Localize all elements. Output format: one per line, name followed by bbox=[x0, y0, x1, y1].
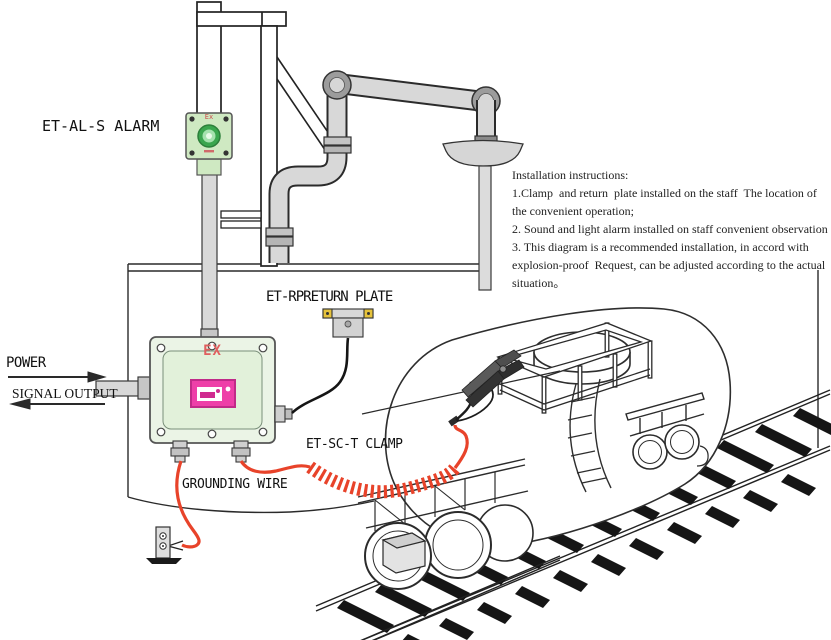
power-arrow bbox=[8, 371, 107, 383]
grounding-terminal bbox=[146, 526, 182, 564]
clamp-device bbox=[455, 349, 525, 422]
return-plate-device bbox=[322, 308, 374, 338]
clamp-label: ET-SC-T CLAMP bbox=[306, 437, 403, 452]
alarm-ex-marking: Ex bbox=[204, 113, 214, 121]
signal-cable bbox=[291, 337, 350, 414]
ex-marking: EX bbox=[203, 343, 222, 359]
instructions-line-6: situation。 bbox=[512, 276, 566, 290]
control-box bbox=[95, 328, 293, 463]
cable-glands bbox=[170, 440, 251, 463]
track-and-tank bbox=[315, 307, 831, 640]
splash-bell bbox=[442, 139, 524, 167]
handrail-line bbox=[361, 370, 561, 415]
alarm-device bbox=[185, 112, 233, 333]
return-plate-label: ET-RPRETURN PLATE bbox=[266, 289, 393, 305]
instructions-title: Installation instructions: bbox=[512, 168, 629, 182]
signal-arrow bbox=[9, 398, 105, 410]
dome-railing bbox=[496, 322, 653, 414]
tank-body bbox=[384, 307, 732, 548]
loading-arm bbox=[265, 70, 524, 291]
front-bogie bbox=[357, 458, 534, 590]
installation-instructions: Installation instructions: 1.Clamp and r… bbox=[512, 166, 831, 292]
tank-ladder bbox=[567, 378, 612, 493]
alarm-marking bbox=[204, 150, 214, 153]
power-label: POWER bbox=[6, 355, 46, 371]
instructions-line-2: the convenient operation; bbox=[512, 204, 634, 218]
rear-bogie bbox=[625, 392, 709, 470]
instructions-line-5: explosion-proof Request, can be adjusted… bbox=[512, 258, 826, 272]
nameplate bbox=[190, 379, 236, 408]
drop-spout bbox=[478, 165, 492, 291]
instructions-line-1: 1.Clamp and return plate installed on th… bbox=[512, 186, 817, 200]
coiled-cord bbox=[306, 461, 461, 499]
signal-output-label: SIGNAL OUTPUT bbox=[12, 386, 118, 401]
instructions-line-3: 2. Sound and light alarm installed on st… bbox=[512, 222, 828, 236]
grounding-wire-path bbox=[165, 460, 201, 551]
instructions-line-4: 3. This diagram is a recommended install… bbox=[512, 240, 809, 254]
alarm-label: ET-AL-S ALARM bbox=[42, 117, 160, 135]
near-rail-overlay bbox=[360, 555, 561, 640]
grounding-wire-label: GROUNDING WIRE bbox=[182, 477, 288, 492]
